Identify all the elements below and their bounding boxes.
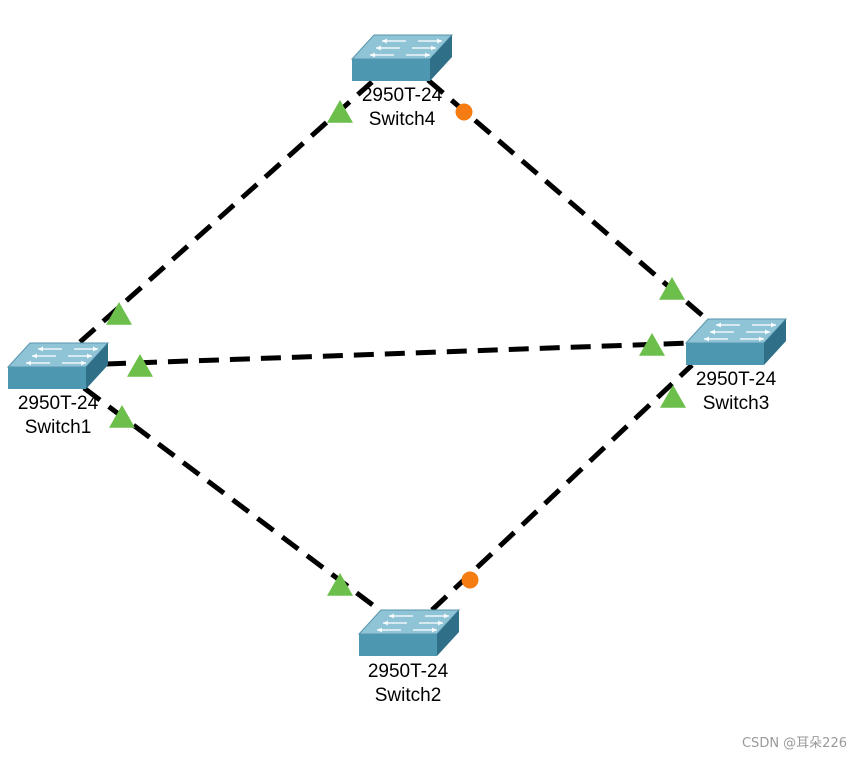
switch1-name: Switch1 — [24, 417, 92, 438]
link-switch1-switch2-switch1-forwarding-port-marker — [109, 405, 135, 428]
switch3-name: Switch3 — [702, 393, 770, 414]
switch4-name: Switch4 — [368, 109, 436, 130]
switch2-switch-icon[interactable] — [357, 609, 461, 656]
link-switch4-switch3-switch4-blocking-port-marker — [455, 103, 473, 121]
switch4-model: 2950T-24 — [361, 85, 443, 106]
switch3-model: 2950T-24 — [695, 369, 777, 390]
switch3-label: 2950T-24 Switch3 — [686, 368, 786, 416]
switch4-switch-icon[interactable] — [350, 34, 454, 81]
link-switch2-switch3-switch2-blocking-port-marker — [461, 571, 479, 589]
switch1-switch-icon[interactable] — [6, 342, 110, 389]
switch1-model: 2950T-24 — [17, 393, 99, 414]
link-switch1-switch3[interactable] — [105, 340, 691, 367]
switch4-label: 2950T-24 Switch4 — [352, 84, 452, 132]
link-switch2-switch3-switch3-forwarding-port-marker — [660, 385, 686, 408]
link-switch1-switch2-switch2-forwarding-port-marker — [327, 573, 353, 596]
link-switch1-switch3-switch1-forwarding-port-marker — [127, 354, 153, 377]
link-switch1-switch3-switch3-forwarding-port-marker — [639, 333, 665, 356]
link-switch4-switch3-switch3-forwarding-port-marker — [659, 277, 685, 300]
link-switch1-switch2[interactable] — [82, 386, 384, 614]
link-switch2-switch3[interactable] — [430, 363, 694, 612]
switch2-label: 2950T-24 Switch2 — [358, 660, 458, 708]
link-switch1-switch4-switch1-forwarding-port-marker — [106, 302, 132, 325]
watermark: CSDN @耳朵226 — [741, 736, 847, 751]
link-switch1-switch4-switch4-forwarding-port-marker — [327, 100, 353, 123]
link-switch1-switch4[interactable] — [78, 80, 374, 344]
switch1-label: 2950T-24 Switch1 — [8, 392, 108, 440]
switch2-name: Switch2 — [374, 685, 442, 706]
switch3-switch-icon[interactable] — [684, 318, 788, 365]
switch2-model: 2950T-24 — [367, 661, 449, 682]
